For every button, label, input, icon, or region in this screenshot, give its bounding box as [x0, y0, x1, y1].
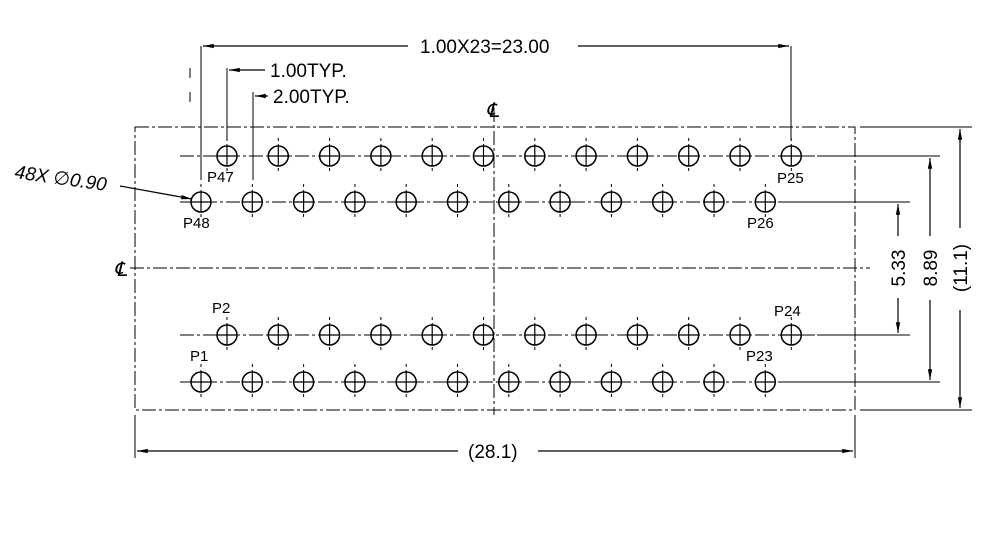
pin-hole — [216, 138, 238, 174]
pin-hole — [524, 138, 546, 174]
pin-hole — [549, 364, 571, 400]
dimension-overall-width: (28.1) — [468, 442, 518, 463]
pin-hole — [651, 184, 674, 220]
pin-label-p2: P2 — [212, 300, 230, 317]
dimension-pitch-typ: 1.00TYP. — [270, 61, 347, 82]
pin-label-p24: P24 — [774, 303, 801, 320]
pin-hole — [651, 364, 674, 400]
pin-hole — [370, 317, 392, 353]
centerline-symbol-top: ℄ — [486, 98, 500, 122]
pin-hole — [524, 317, 546, 353]
pin-label-p26: P26 — [747, 215, 774, 232]
pin-label-p25: P25 — [777, 170, 804, 187]
pin-hole — [344, 364, 366, 400]
pin-hole — [600, 184, 623, 220]
pin-hole — [421, 138, 443, 174]
pin-hole — [729, 317, 751, 353]
pin-hole — [446, 364, 469, 400]
pin-label-p48: P48 — [183, 215, 210, 232]
pin-hole — [729, 138, 751, 174]
centerline-symbol-left: ℄ — [114, 257, 128, 281]
pin-hole — [600, 364, 623, 400]
pin-hole — [626, 317, 649, 353]
pin-hole — [780, 138, 803, 174]
pin-hole — [575, 138, 597, 174]
pin-hole — [780, 317, 803, 353]
dimension-stagger-typ: 2.00TYP. — [273, 87, 350, 108]
pin-hole — [216, 317, 238, 353]
pin-hole — [190, 184, 212, 220]
pin-label-p47: P47 — [207, 169, 234, 186]
pin-hole — [395, 364, 417, 400]
pin-hole — [318, 317, 341, 353]
pin-hole — [472, 138, 495, 174]
pin-hole — [575, 317, 597, 353]
hole-spec-callout: 48X ∅0.90 — [13, 162, 108, 196]
pin-hole — [267, 138, 290, 174]
pin-hole — [703, 184, 725, 220]
pin-hole — [292, 184, 315, 220]
dimension-pitch-total: 1.00X23=23.00 — [420, 37, 549, 58]
pin-hole — [267, 317, 290, 353]
pin-hole — [318, 138, 341, 174]
pin-array — [190, 138, 803, 400]
pin-hole — [241, 364, 264, 400]
pin-hole — [190, 364, 212, 400]
dimension-overall-height: (11.1) — [951, 244, 972, 292]
pin-hole — [241, 184, 264, 220]
pin-hole — [498, 184, 520, 220]
pin-hole — [754, 184, 777, 220]
pin-hole — [344, 184, 366, 220]
pin-hole — [472, 317, 495, 353]
pin-hole — [370, 138, 392, 174]
dimension-row-spacing-outer: 8.89 — [921, 250, 942, 287]
pin-hole — [677, 317, 700, 353]
pin-hole — [498, 364, 520, 400]
pin-hole — [677, 138, 700, 174]
pin-hole — [395, 184, 417, 220]
dimension-row-spacing-inner: 5.33 — [889, 250, 910, 287]
pin-hole — [292, 364, 315, 400]
pin-label-p23: P23 — [746, 348, 773, 365]
pin-hole — [703, 364, 725, 400]
pin-label-p1: P1 — [190, 348, 208, 365]
pin-hole — [421, 317, 443, 353]
pin-hole — [549, 184, 571, 220]
pin-hole — [754, 364, 777, 400]
pin-hole — [446, 184, 469, 220]
pin-hole — [626, 138, 649, 174]
hole-spec-leader — [119, 185, 193, 200]
